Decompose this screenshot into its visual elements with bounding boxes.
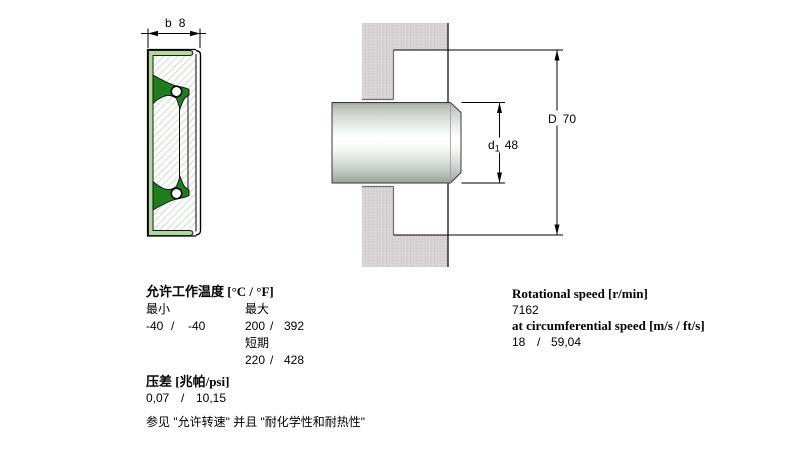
shaft-section (331, 102, 462, 184)
pressure-psi: 10,15 (196, 391, 227, 405)
arrow-down-icon (554, 224, 560, 235)
slash-separator: / (171, 319, 175, 333)
arrow-right-icon (190, 30, 200, 37)
slash-separator: / (181, 391, 185, 405)
min-values-row: -40 / -40 (146, 318, 205, 335)
speed-block: Rotational speed [r/min] 7162 at circumf… (512, 286, 705, 350)
reference-note: 参见 "允许转速" 并且 "耐化学性和耐热性" (146, 415, 366, 429)
short-term-fahrenheit: 428 (284, 353, 305, 367)
rubber-casing (148, 50, 194, 236)
slash-separator: / (270, 319, 274, 333)
slash-separator: / (270, 353, 274, 367)
short-term-values-row: 220 / 428 (245, 352, 304, 369)
temperature-min-column: 最小 -40 / -40 (146, 301, 205, 335)
seal-body (146, 48, 202, 237)
garter-spring-bottom (170, 187, 183, 200)
short-term-label: 短期 (245, 336, 270, 350)
arrow-up-icon (497, 102, 502, 113)
short-term-celsius: 220 (245, 353, 266, 367)
max-fahrenheit: 392 (284, 319, 305, 333)
arrow-up-icon (554, 50, 560, 61)
temperature-max-column: 最大 200 / 392 短期 220 / 428 (245, 301, 304, 369)
min-label: 最小 (146, 302, 171, 316)
pressure-header: 压差 [兆帕/psi] (146, 374, 230, 389)
label-mask (545, 110, 581, 126)
circumferential-speed-row: 18 / 59,04 (512, 334, 705, 350)
min-celsius: -40 (146, 319, 164, 333)
pressure-mpa: 0,07 (146, 391, 170, 405)
garter-spring-top (170, 85, 183, 98)
arrow-down-icon (497, 172, 502, 183)
temperature-header: 允许工作温度 [°C / °F] (146, 284, 274, 299)
label-mask (486, 137, 520, 153)
rotational-speed-header: Rotational speed [r/min] (512, 286, 648, 301)
shaft (331, 102, 462, 184)
min-fahrenheit: -40 (188, 319, 206, 333)
circumferential-speed-header: at circumferential speed [m/s / ft/s] (512, 318, 705, 333)
slash-separator: / (537, 335, 541, 349)
speed-ms: 18 (512, 335, 526, 349)
pressure-values-row: 0,07 / 10,15 (146, 390, 226, 407)
rotational-speed-value: 7162 (512, 303, 539, 317)
arrow-left-icon (148, 30, 158, 37)
max-values-row: 200 / 392 (245, 318, 304, 335)
max-label: 最大 (245, 302, 270, 316)
max-celsius: 200 (245, 319, 266, 333)
speed-fts: 59,04 (551, 335, 582, 349)
outer-diameter-line (195, 49, 202, 236)
